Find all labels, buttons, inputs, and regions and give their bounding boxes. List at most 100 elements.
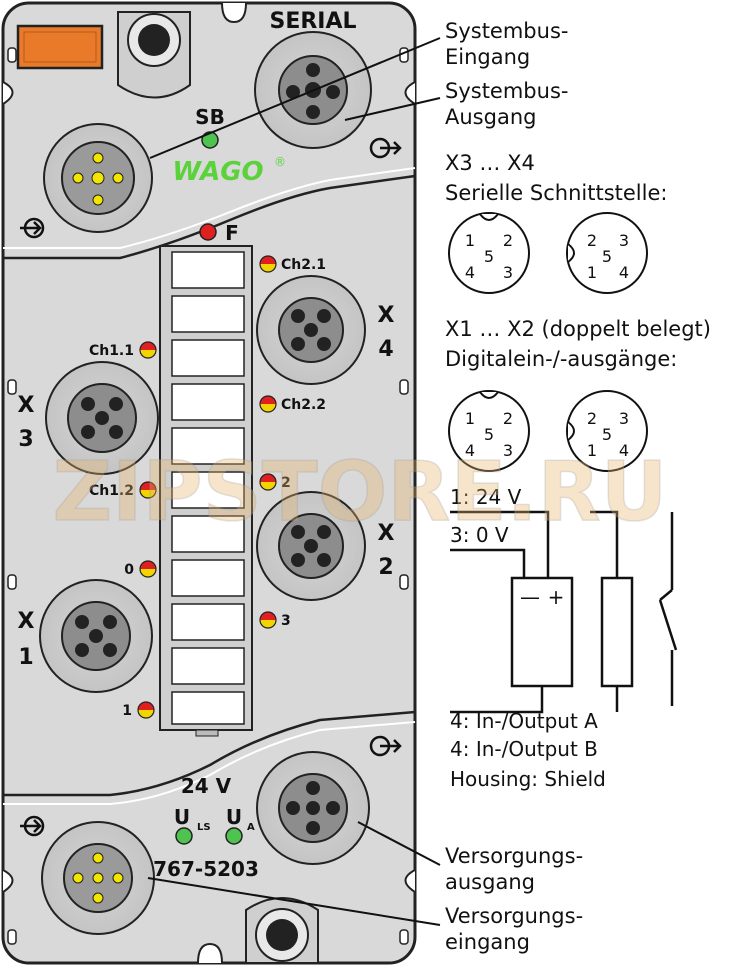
connector-x4[interactable] [256, 275, 366, 385]
wiring-schematic [450, 510, 678, 714]
supply-input-arrow-icon [20, 815, 45, 837]
top-screw [117, 11, 191, 99]
x2-letter: X [378, 521, 395, 546]
supply-output-connector[interactable] [256, 751, 370, 865]
digital-male-pin3: 3 [503, 441, 513, 460]
serial-female-pin4: 4 [619, 263, 629, 282]
legend-serial-title: Serielle Schnittstelle: [445, 181, 667, 205]
digital-female-pin3: 3 [619, 409, 629, 428]
input-arrow-icon [20, 217, 45, 239]
digital-male-pin2: 2 [503, 409, 513, 428]
wago-logo: WAGO [172, 157, 263, 187]
serial-male-pin1: 1 [465, 231, 475, 250]
led-3-label: 3 [281, 613, 291, 629]
connector-x2[interactable] [256, 491, 366, 601]
led-ch2-1 [259, 255, 277, 273]
serial-male-pin5: 5 [484, 247, 494, 266]
serial-male-pin2: 2 [503, 231, 513, 250]
callout-lines [147, 37, 441, 926]
digital-male-pin4: 4 [465, 441, 475, 460]
sb-led [201, 131, 219, 149]
channel-leds [137, 255, 277, 719]
led-ch1-1-label: Ch1.1 [89, 343, 134, 359]
callout-systembus-in-1: Systembus- [445, 19, 568, 43]
digital-pinout-male [448, 390, 530, 472]
led-1 [137, 701, 155, 719]
label-strip [159, 245, 253, 737]
serial-male-pin3: 3 [503, 263, 513, 282]
x1-letter: X [18, 609, 35, 634]
part-number: 767-5203 [153, 857, 259, 881]
pin1-assignment: 1: 24 V [450, 485, 522, 509]
led-ch1-2 [139, 481, 157, 499]
wago-registered-mark: ® [274, 155, 286, 169]
orange-slider[interactable] [16, 24, 104, 70]
digital-male-pin5: 5 [484, 425, 494, 444]
digital-male-pin1: 1 [465, 409, 475, 428]
callout-supply-in-2: eingang [445, 930, 530, 954]
callout-systembus-out-1: Systembus- [445, 79, 568, 103]
connector-x1[interactable] [39, 579, 153, 693]
legend-digital-range: X1 … X2 (doppelt belegt) [445, 317, 711, 341]
ua-label: U [226, 805, 242, 829]
housing-assignment: Housing: Shield [450, 767, 606, 791]
serial-label: SERIAL [269, 9, 356, 34]
voltage-label: 24 V [181, 774, 232, 798]
led-ch1-1 [139, 341, 157, 359]
ua-sub-label: A [247, 822, 255, 833]
callout-systembus-out-2: Ausgang [445, 105, 536, 129]
led-0 [139, 560, 157, 578]
led-ch2-2 [259, 395, 277, 413]
uls-label: U [174, 805, 190, 829]
led-1-label: 1 [122, 703, 132, 719]
x3-number: 3 [18, 427, 33, 452]
led-0-label: 0 [124, 562, 134, 578]
led-2 [259, 473, 277, 491]
supply-output-arrow-icon [369, 735, 402, 757]
led-ch2-2-label: Ch2.2 [281, 397, 326, 413]
watermark: ZIPSTORE.RU [53, 445, 668, 540]
f-led [199, 223, 217, 241]
uls-led [175, 827, 193, 845]
serial-female-pin2: 2 [587, 231, 597, 250]
output-arrow-icon [369, 137, 402, 159]
led-ch1-2-label: Ch1.2 [89, 483, 134, 499]
callout-supply-out-1: Versorgungs- [445, 844, 583, 868]
led-2-label: 2 [281, 475, 291, 491]
digital-female-pin1: 1 [587, 441, 597, 460]
connector-x3[interactable] [45, 361, 159, 475]
schematic-minus: — [520, 585, 540, 609]
pin4a-assignment: 4: In-/Output A [450, 709, 598, 733]
schematic-plus: + [548, 585, 565, 609]
callout-supply-out-2: ausgang [445, 870, 535, 894]
x4-number: 4 [378, 337, 393, 362]
f-label: F [225, 221, 239, 245]
x3-letter: X [18, 393, 35, 418]
serial-pinout-female [566, 212, 648, 294]
pin4b-assignment: 4: In-/Output B [450, 737, 598, 761]
led-ch2-1-label: Ch2.1 [281, 257, 326, 273]
legend-serial-range: X3 … X4 [445, 151, 535, 175]
uls-sub-label: LS [197, 822, 211, 833]
callout-supply-in-1: Versorgungs- [445, 904, 583, 928]
supply-input-connector[interactable] [41, 821, 155, 935]
systembus-input-connector[interactable] [43, 123, 153, 233]
serial-pinout-male [448, 212, 530, 294]
led-3 [259, 611, 277, 629]
serial-male-pin4: 4 [465, 263, 475, 282]
x1-number: 1 [18, 645, 33, 670]
digital-female-pin5: 5 [602, 425, 612, 444]
serial-female-pin1: 1 [587, 263, 597, 282]
serial-female-pin5: 5 [602, 247, 612, 266]
serial-female-pin3: 3 [619, 231, 629, 250]
pin3-assignment: 3: 0 V [450, 523, 509, 547]
x4-letter: X [378, 303, 395, 328]
x2-number: 2 [378, 555, 393, 580]
legend-digital-title: Digitalein-/-ausgänge: [445, 347, 677, 371]
sb-label: SB [195, 105, 225, 129]
bottom-screw [245, 897, 319, 964]
ua-led [225, 827, 243, 845]
digital-female-pin4: 4 [619, 441, 629, 460]
digital-female-pin2: 2 [587, 409, 597, 428]
